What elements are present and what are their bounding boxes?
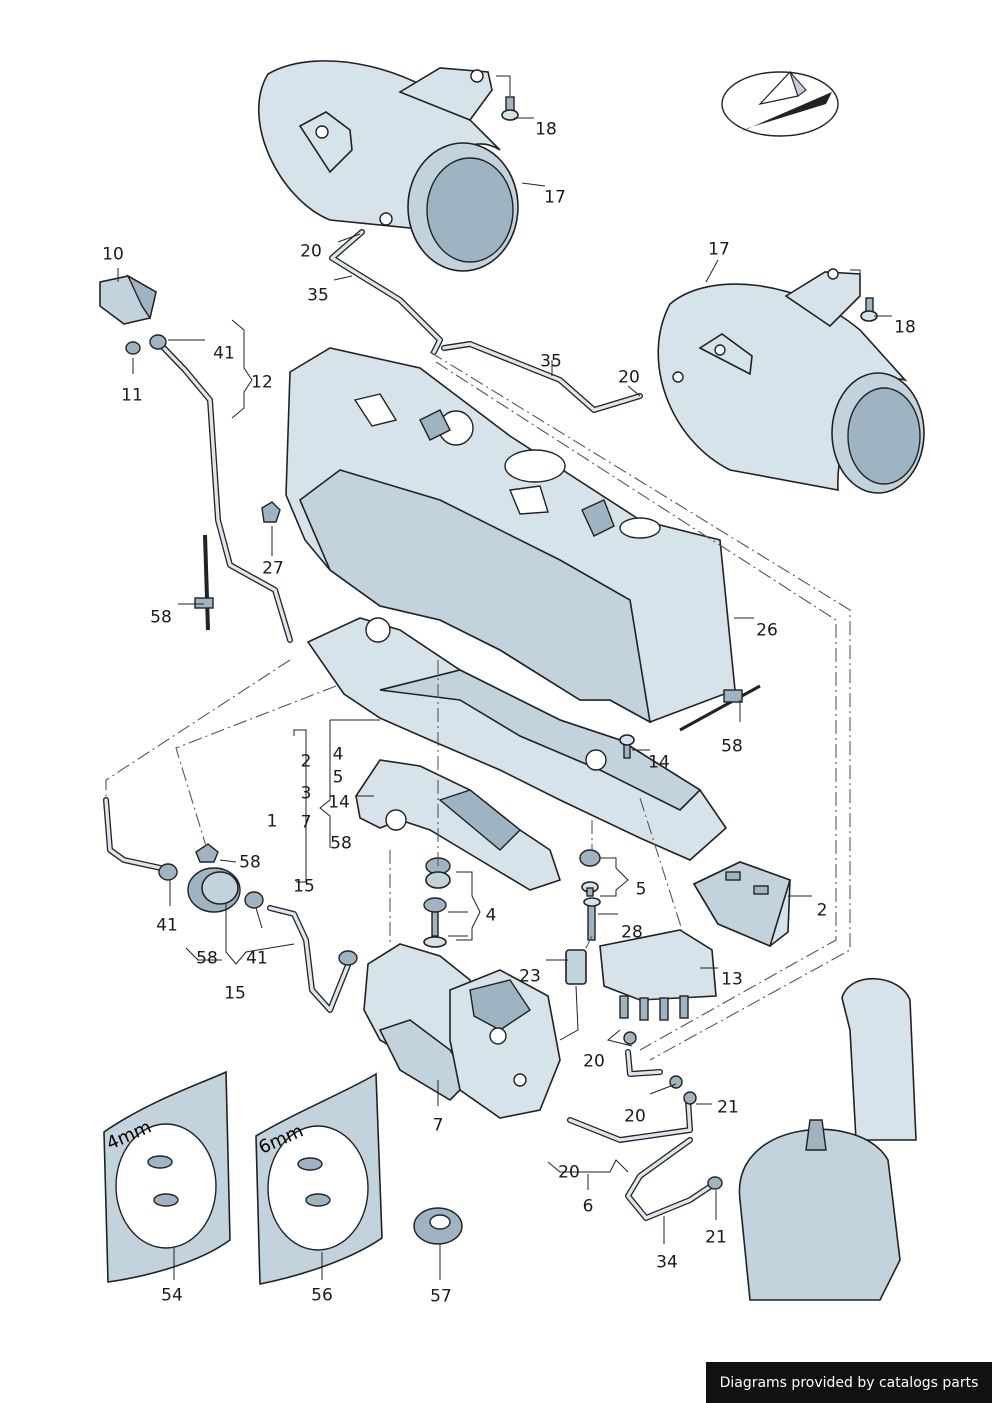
intake-hose-15[interactable] (103, 797, 173, 873)
callout-54: 54 (161, 1285, 183, 1306)
nut-27[interactable] (261, 501, 281, 523)
repair-kit-54[interactable] (103, 1070, 231, 1283)
callout-58: 58 (196, 948, 218, 969)
clamp-41-right[interactable] (244, 891, 264, 909)
callout-18: 18 (894, 317, 916, 338)
callout-17: 17 (544, 187, 566, 208)
callout-7: 7 (432, 1115, 444, 1136)
callout-12: 12 (251, 372, 273, 393)
callout-56: 56 (311, 1285, 333, 1306)
callout-28: 28 (621, 922, 643, 943)
callout-26: 26 (756, 620, 778, 641)
callout-6: 6 (582, 1196, 594, 1217)
sensor-10[interactable] (99, 274, 157, 325)
bolt-18-upper[interactable] (501, 96, 519, 121)
callout-23: 23 (519, 966, 541, 987)
callout-34: 34 (656, 1252, 678, 1273)
intake-filter-15[interactable] (187, 867, 358, 1013)
callout-57: 57 (430, 1286, 452, 1307)
air-strut (738, 977, 917, 1301)
callout-13: 13 (721, 969, 743, 990)
credit-badge: Diagrams provided by catalogs parts (706, 1362, 992, 1403)
leader-lines (117, 75, 892, 1280)
callout-17: 17 (708, 239, 730, 260)
callout-27: 27 (262, 558, 284, 579)
bracket-carrier-4[interactable] (306, 617, 728, 861)
bolt-28[interactable] (583, 897, 601, 941)
clamp-41-left[interactable] (158, 863, 178, 881)
callout-7: 7 (300, 812, 312, 833)
callout-41: 41 (213, 343, 235, 364)
pressure-reservoir-right[interactable] (657, 268, 925, 494)
air-line-12[interactable] (149, 334, 293, 643)
callout-2: 2 (816, 900, 828, 921)
callout-10: 10 (102, 244, 124, 265)
callout-20: 20 (624, 1106, 646, 1127)
callout-18: 18 (535, 119, 557, 140)
compressor-7[interactable] (363, 943, 561, 1119)
control-unit-2[interactable] (692, 861, 791, 948)
callout-2: 2 (300, 751, 312, 772)
callout-58: 58 (330, 833, 352, 854)
callout-20: 20 (300, 241, 322, 262)
valve-block-13[interactable] (599, 929, 717, 1021)
bolt-18-right[interactable] (860, 297, 878, 322)
tape-roll-57[interactable] (413, 1207, 463, 1245)
callout-20: 20 (618, 367, 640, 388)
callout-5: 5 (635, 879, 647, 900)
callout-58: 58 (721, 736, 743, 757)
bracket-plate-14[interactable] (355, 759, 562, 891)
pressure-line-34[interactable] (625, 1137, 717, 1221)
screw-14[interactable] (619, 734, 635, 759)
callout-58: 58 (150, 607, 172, 628)
callout-11: 11 (121, 385, 143, 406)
pressure-reservoir-upper[interactable] (258, 60, 519, 272)
callout-15: 15 (224, 983, 246, 1004)
callout-1: 1 (266, 811, 278, 832)
callout-5: 5 (332, 767, 344, 788)
cable-tie-58-left[interactable] (194, 534, 214, 631)
connector-23[interactable] (559, 949, 587, 1041)
pressure-line-6[interactable] (567, 1097, 693, 1143)
callout-4: 4 (332, 744, 344, 765)
union-21[interactable] (683, 1091, 723, 1190)
callout-21: 21 (717, 1097, 739, 1118)
clip-58-filter[interactable] (195, 843, 219, 863)
rubber-mount-5[interactable] (425, 857, 451, 889)
callout-15: 15 (293, 876, 315, 897)
callout-14: 14 (328, 792, 350, 813)
callout-14: 14 (648, 752, 670, 773)
callout-41: 41 (156, 915, 178, 936)
callout-35: 35 (540, 351, 562, 372)
pressure-line-35-right[interactable] (441, 341, 643, 413)
compressor-cover-26[interactable] (285, 347, 736, 724)
assembly-guide-lines (105, 351, 851, 1061)
callout-41: 41 (246, 948, 268, 969)
orientation-compass-icon (721, 70, 839, 137)
callout-20: 20 (583, 1051, 605, 1072)
callout-4: 4 (485, 905, 497, 926)
callout-3: 3 (300, 783, 312, 804)
clip-11[interactable] (125, 341, 141, 355)
union-20[interactable] (623, 1031, 683, 1089)
callout-35: 35 (307, 285, 329, 306)
repair-kit-56[interactable] (255, 1072, 383, 1285)
cable-tie-58-right[interactable] (679, 684, 761, 732)
callout-58: 58 (239, 852, 261, 873)
grommet-5-right[interactable] (579, 849, 601, 897)
rubber-mount-4[interactable] (423, 897, 447, 948)
callout-20: 20 (558, 1162, 580, 1183)
pressure-line-35-upper[interactable] (329, 229, 443, 355)
callout-21: 21 (705, 1227, 727, 1248)
